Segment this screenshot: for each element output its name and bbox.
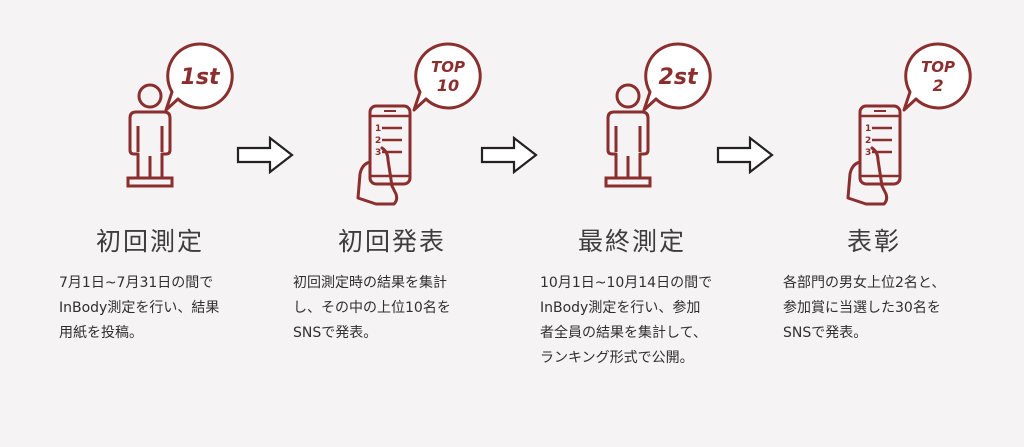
speech-bubble-icon: TOP 10 [412, 42, 482, 112]
rank-number: 2 [375, 136, 381, 146]
rank-number: 3 [375, 148, 381, 158]
step-badge: TOP [431, 58, 465, 76]
step-3: 2st 最終測定 10月1日~10月14日の間で InBody測定を行い、参加 … [512, 0, 752, 447]
step-3-illustration: 2st [604, 42, 712, 188]
step-badge-number: 10 [437, 76, 459, 95]
step-2: 1 2 3 TOP 10 初回発表 初回測定時の結果を集計 し、その中の上位10… [272, 0, 512, 447]
step-description: 10月1日~10月14日の間で InBody測定を行い、参加 者全員の結果を集計… [540, 275, 713, 366]
step-description: 7月1日~7月31日の間で InBody測定を行い、結果 用紙を投稿。 [59, 275, 220, 341]
rank-number: 1 [375, 124, 381, 134]
smartphone-ranking-icon: 1 2 3 [846, 104, 902, 206]
rank-number: 1 [865, 124, 871, 134]
step-1: 1st 初回測定 7月1日~7月31日の間で InBody測定を行い、結果 用紙… [30, 0, 270, 447]
person-on-scale-icon [126, 83, 174, 188]
step-badge: TOP [921, 58, 955, 76]
step-title: 表彰 [846, 227, 901, 256]
step-badge: 1st [181, 65, 221, 90]
rank-number: 3 [865, 148, 871, 158]
rank-number: 2 [865, 136, 871, 146]
step-description: 各部門の男女上位2名と、 参加賞に当選した30名を SNSで発表。 [783, 275, 946, 341]
person-on-scale-icon [604, 83, 652, 188]
step-badge: 2st [659, 65, 699, 90]
smartphone-ranking-icon: 1 2 3 [356, 104, 412, 206]
speech-bubble-icon: TOP 2 [902, 42, 972, 112]
step-title: 初回発表 [337, 227, 446, 256]
step-description: 初回測定時の結果を集計 し、その中の上位10名を SNSで発表。 [293, 275, 451, 341]
step-4-illustration: 1 2 3 TOP 2 [846, 42, 972, 206]
step-badge-number: 2 [932, 76, 943, 95]
speech-bubble-icon: 2st [642, 42, 712, 112]
step-2-illustration: 1 2 3 TOP 10 [356, 42, 482, 206]
step-title: 最終測定 [577, 227, 686, 256]
step-1-illustration: 1st [126, 42, 234, 188]
speech-bubble-icon: 1st [164, 42, 234, 112]
step-title: 初回測定 [95, 227, 204, 256]
step-4: 1 2 3 TOP 2 表彰 各部門の男女上位2名と、 参加賞に当選した30名を… [754, 0, 994, 447]
